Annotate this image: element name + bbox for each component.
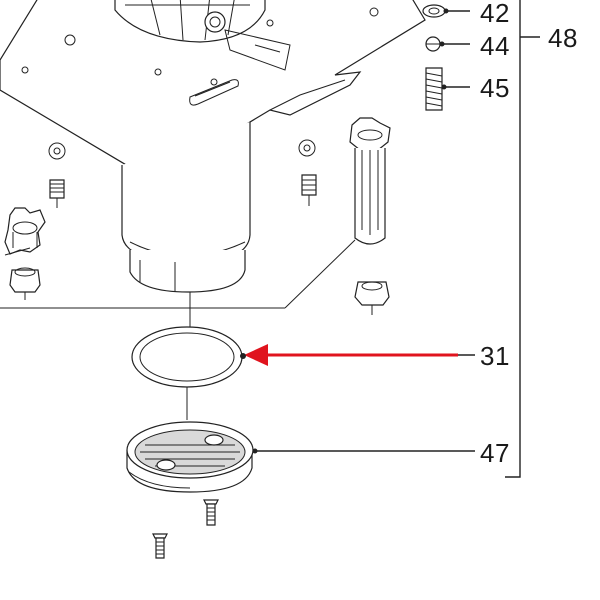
gasket-ring [131, 326, 243, 388]
part-label-42: 42 [480, 0, 510, 28]
base-dish [126, 421, 254, 493]
mounting-plate [0, 0, 426, 186]
part-label-44: 44 [480, 31, 510, 61]
left-gear-assembly [4, 142, 66, 300]
part-label-31: 31 [480, 341, 510, 371]
right-shaft-assembly [298, 117, 391, 315]
spring-parts [422, 4, 446, 111]
bottom-screws [152, 499, 219, 559]
highlight-arrow [240, 344, 458, 366]
motor-body [121, 122, 251, 293]
part-label-48: 48 [548, 23, 578, 53]
leader-lines [252, 0, 540, 478]
part-label-45: 45 [480, 73, 510, 103]
assembly-guide-lines [0, 239, 356, 420]
part-label-47: 47 [480, 438, 510, 468]
